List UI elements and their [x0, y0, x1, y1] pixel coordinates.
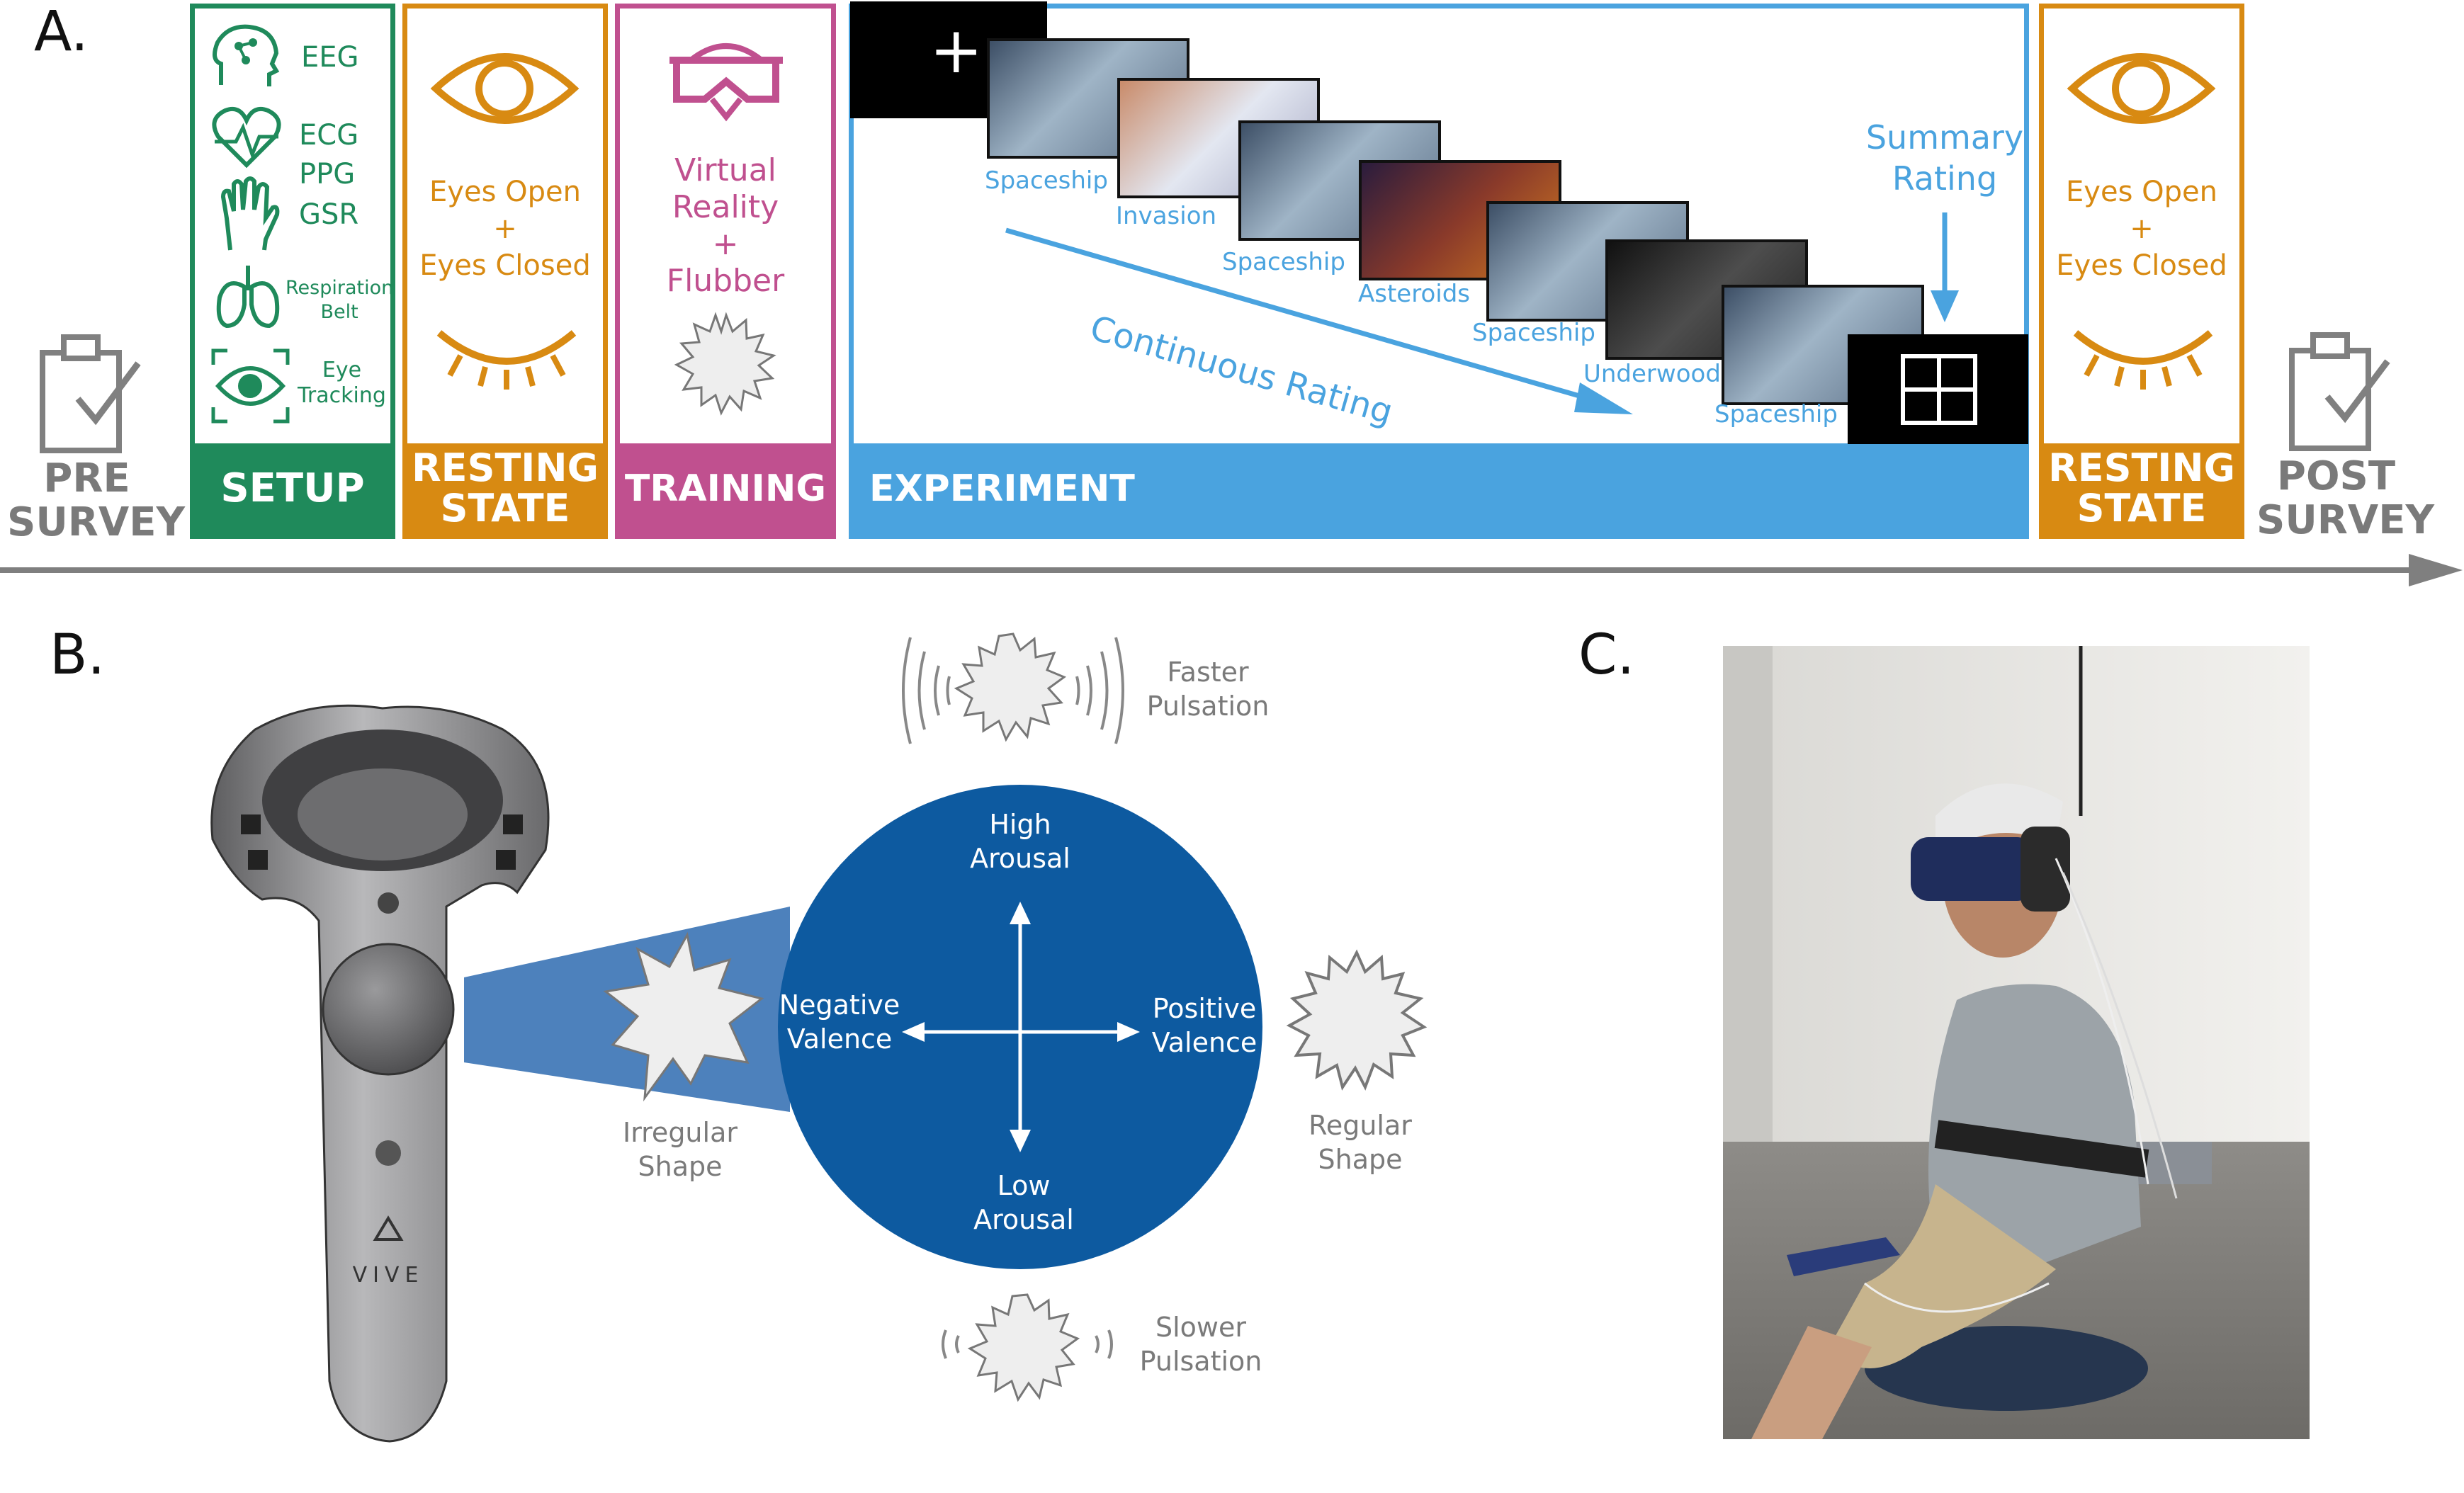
- eye-closed-icon: [436, 330, 577, 390]
- experiment-box: EXPERIMENT: [849, 4, 2029, 539]
- ecg-label: ECG: [299, 119, 359, 152]
- grid-icon: [1901, 354, 1977, 425]
- eye-tracking-icon: [211, 348, 290, 424]
- summary-rating-screen: [1848, 334, 2028, 444]
- clipboard-icon: [40, 334, 141, 453]
- training-box: TRAINING: [615, 4, 836, 539]
- slower-pulsation-icon: [942, 1293, 1113, 1402]
- panel-c-label: C.: [1578, 623, 1635, 687]
- training-label: TRAINING: [620, 443, 831, 534]
- eye-closed-icon: [2073, 330, 2213, 390]
- vive-brand-label: VIVE: [353, 1263, 424, 1288]
- setup-box: SETUP: [190, 4, 395, 539]
- clip-label: Underwood: [1583, 360, 1721, 388]
- affect-circle: [778, 785, 1262, 1269]
- timeline-arrow: [0, 554, 2463, 586]
- eeg-label: EEG: [301, 41, 359, 74]
- clip-label: Spaceship: [1222, 248, 1345, 276]
- vive-controller: VIVE: [210, 704, 550, 1443]
- clip-label: Asteroids: [1358, 280, 1470, 308]
- faster-pulsation-icon: [902, 632, 1124, 744]
- resting-text-pre: Eyes Open+Eyes Closed: [419, 176, 591, 282]
- continuous-rating-arrow: [1005, 227, 1633, 414]
- hand-icon: [220, 176, 280, 251]
- summary-arrow: [1931, 212, 1959, 322]
- clip-label: Spaceship: [1472, 319, 1595, 347]
- irregular-shape-icon: [603, 931, 764, 1102]
- setup-label: SETUP: [195, 443, 390, 534]
- gsr-label: GSR: [299, 198, 359, 231]
- eye-open-icon: [430, 53, 580, 124]
- ppg-label: PPG: [299, 158, 356, 191]
- brain-head-icon: [213, 24, 280, 86]
- experiment-label: EXPERIMENT: [854, 443, 2024, 534]
- panel-a-label: A.: [34, 0, 89, 64]
- resting-text-post: Eyes Open+Eyes Closed: [2056, 176, 2227, 282]
- clip-label: Spaceship: [1714, 400, 1838, 428]
- clipboard-icon: [2289, 332, 2390, 451]
- panel-b-label: B.: [50, 623, 106, 687]
- vr-headset-icon: [669, 43, 783, 122]
- clip-label: Invasion: [1116, 202, 1217, 230]
- regular-shape-icon: [1286, 949, 1428, 1091]
- heart-icon: [212, 106, 281, 169]
- fixation-cross: +: [929, 13, 983, 88]
- lungs-icon: [216, 266, 280, 329]
- eye-open-icon: [2067, 53, 2216, 124]
- clip-label: Spaceship: [985, 166, 1108, 195]
- flubber-icon: [674, 312, 776, 416]
- participant-photo: [1723, 646, 2310, 1439]
